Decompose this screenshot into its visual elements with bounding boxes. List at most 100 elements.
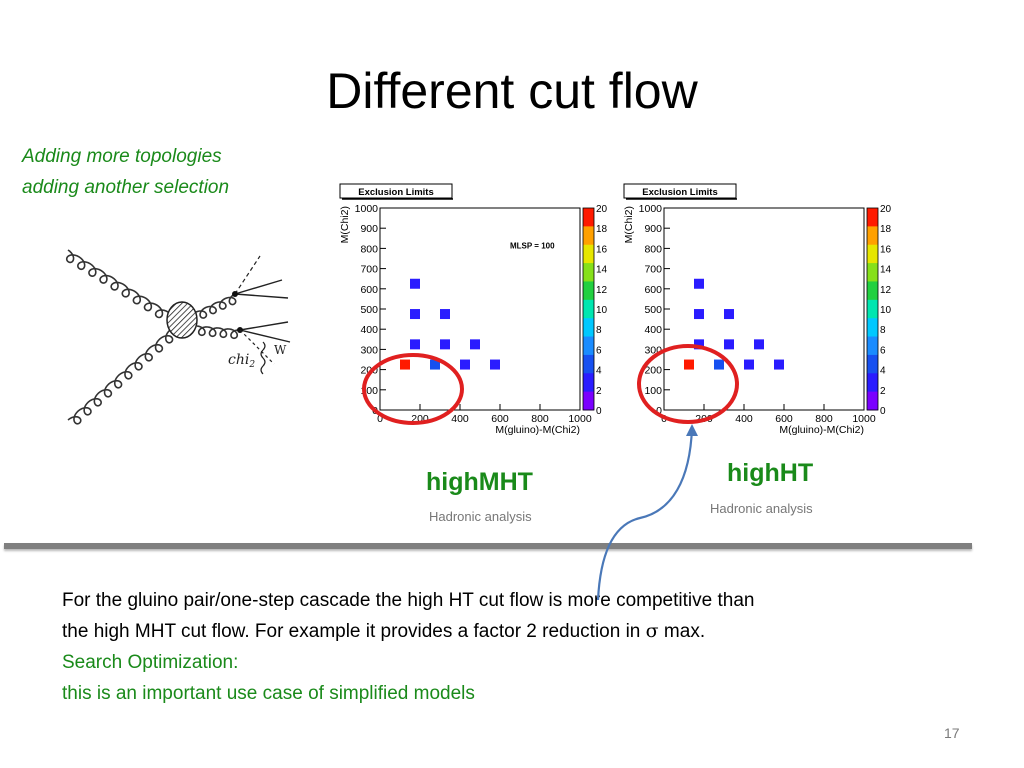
y-tick-label: 600 <box>644 284 662 296</box>
body-line-1: For the gluino pair/one-step cascade the… <box>62 590 755 611</box>
x-tick-label: 0 <box>661 413 667 425</box>
jet-line <box>234 255 261 295</box>
x-axis-label: M(gluino)-M(Chi2) <box>495 424 580 436</box>
topology-note: Adding more topologies adding another se… <box>22 141 229 203</box>
w-label: W <box>274 343 287 357</box>
data-point <box>440 309 450 320</box>
colorbar-segment <box>583 373 594 393</box>
colorbar-segment <box>867 263 878 282</box>
colorbar-segment <box>867 226 878 246</box>
data-point <box>684 359 694 370</box>
w-boson-line <box>260 341 266 375</box>
data-point <box>714 359 724 370</box>
plot-frame <box>663 207 865 411</box>
data-point <box>410 278 420 289</box>
colorbar-segment <box>583 244 594 264</box>
colorbar-tick-label: 14 <box>596 265 608 276</box>
colorbar-segment <box>867 391 878 411</box>
colorbar-tick-label: 8 <box>596 325 602 336</box>
slide-title: Different cut flow <box>326 63 698 119</box>
y-tick-label: 300 <box>644 344 662 356</box>
x-tick-label: 1000 <box>852 413 876 425</box>
y-tick-label: 200 <box>360 365 378 377</box>
colorbar-tick-label: 20 <box>596 204 608 215</box>
colorbar-segment <box>583 318 594 338</box>
colorbar-tick-label: 16 <box>880 244 892 255</box>
x-tick-label: 400 <box>735 413 753 425</box>
y-tick-label: 400 <box>644 324 662 336</box>
plot-title: Exclusion Limits <box>642 187 718 198</box>
colorbar-segment <box>867 354 878 374</box>
jet-line <box>234 279 283 295</box>
y-tick-label: 500 <box>360 304 378 316</box>
pointer-arrow <box>596 427 694 601</box>
body-text: For the gluino pair/one-step cascade the… <box>62 585 754 709</box>
colorbar-segment <box>583 336 594 356</box>
colorbar-tick-label: 12 <box>880 285 892 296</box>
colorbar-tick-label: 6 <box>596 345 602 356</box>
data-point <box>724 309 734 320</box>
data-point <box>460 359 470 370</box>
data-point <box>694 309 704 320</box>
colorbar-frame <box>866 207 879 411</box>
y-tick-label: 300 <box>360 344 378 356</box>
y-tick-label: 700 <box>360 264 378 276</box>
colorbar-segment <box>867 318 878 338</box>
colorbar-tick-label: 20 <box>880 204 892 215</box>
plot-title-box <box>623 183 737 199</box>
y-tick-label: 500 <box>644 304 662 316</box>
data-point <box>774 359 784 370</box>
data-point <box>410 339 420 350</box>
x-tick-label: 200 <box>695 413 713 425</box>
y-tick-label: 100 <box>360 385 378 397</box>
data-point <box>724 339 734 350</box>
plot-title: Exclusion Limits <box>358 187 434 198</box>
y-tick-label: 100 <box>644 385 662 397</box>
colorbar-segment <box>583 354 594 374</box>
jet-line <box>239 321 289 331</box>
x-tick-label: 600 <box>775 413 793 425</box>
y-tick-label: 800 <box>644 243 662 255</box>
colorbar-tick-label: 6 <box>880 345 886 356</box>
y-tick-label: 1000 <box>639 203 663 215</box>
colorbar-tick-label: 8 <box>880 325 886 336</box>
cascade-diagram: chi2 W <box>65 249 291 425</box>
data-point <box>744 359 754 370</box>
colorbar-segment <box>867 336 878 356</box>
page-number: 17 <box>944 725 960 741</box>
data-point <box>470 339 480 350</box>
y-tick-label: 900 <box>360 223 378 235</box>
jet-line <box>234 293 289 299</box>
caption-highHT: highHT <box>727 459 814 487</box>
body-line-2: the high MHT cut flow. For example it pr… <box>62 616 754 647</box>
jet-line <box>239 329 291 343</box>
colorbar-tick-label: 12 <box>596 285 608 296</box>
colorbar-segment <box>867 281 878 301</box>
colorbar-segment <box>867 208 878 227</box>
plot-annotation: MLSP = 100 <box>510 241 555 250</box>
colorbar-tick-label: 0 <box>880 406 886 417</box>
colorbar-segment <box>867 299 878 319</box>
data-point <box>410 309 420 320</box>
colorbar-tick-label: 18 <box>880 224 892 235</box>
colorbar-tick-label: 0 <box>596 406 602 417</box>
y-tick-label: 900 <box>644 223 662 235</box>
y-axis-label: M(Chi2) <box>623 206 635 243</box>
colorbar-tick-label: 4 <box>880 366 886 377</box>
data-point <box>694 278 704 289</box>
gluon-line-upper-left <box>65 249 169 319</box>
colorbar-tick-label: 18 <box>596 224 608 235</box>
colorbar-tick-label: 2 <box>880 386 886 397</box>
colorbar-segment <box>867 373 878 393</box>
x-tick-label: 800 <box>531 413 549 425</box>
divider-bar <box>4 543 972 549</box>
colorbar-tick-label: 4 <box>596 366 602 377</box>
colorbar-segment <box>583 299 594 319</box>
chi2-label: chi2 <box>228 352 255 370</box>
colorbar-segment <box>583 263 594 282</box>
sigma-symbol: σ <box>645 620 659 642</box>
x-tick-label: 1000 <box>568 413 592 425</box>
vertex-dot <box>232 291 238 297</box>
colorbar-frame <box>582 207 595 411</box>
y-tick-label: 600 <box>360 284 378 296</box>
